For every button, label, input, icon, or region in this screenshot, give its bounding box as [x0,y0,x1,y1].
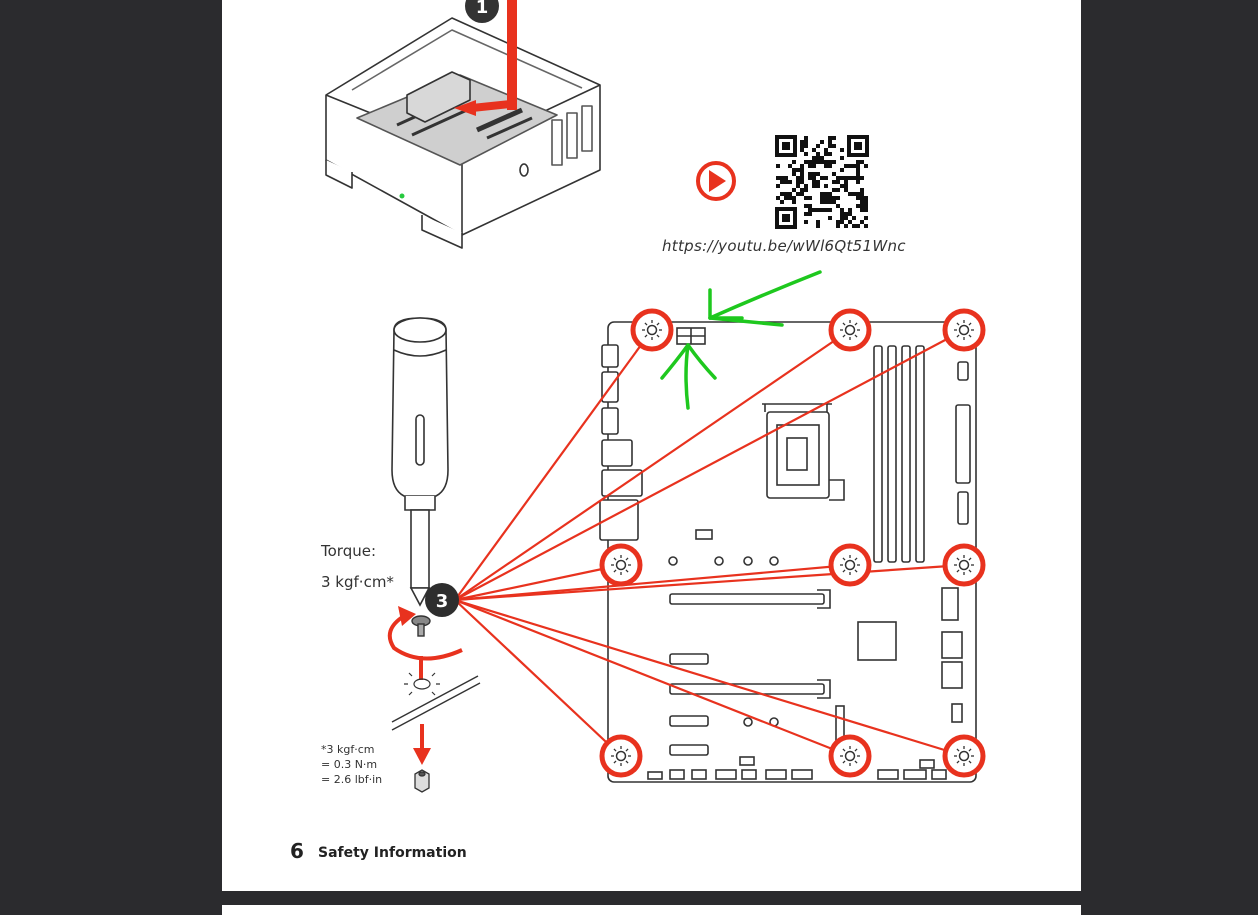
manual-page: 1 [222,0,1081,891]
step-1-badge: 1 [465,0,499,23]
mount-hole-marker [599,543,643,587]
standoff-icon [414,769,430,793]
screw-icon [411,615,431,637]
section-title: Safety Information [318,845,467,861]
mount-hole-icon [404,672,440,696]
conversion-line: = 0.3 N·m [321,758,378,771]
mount-hole-markers [599,308,986,778]
mount-lines [454,329,965,758]
video-url[interactable]: https://youtu.be/wWl6Qt51Wnc [662,237,906,255]
mount-hole-marker [942,543,986,587]
motherboard-diagram [599,321,977,783]
mount-hole-marker [599,734,643,778]
mount-hole-marker [942,308,986,352]
svg-text:3: 3 [436,591,449,612]
page-number: 6 [290,839,304,863]
mount-hole-marker [828,308,872,352]
mount-hole-marker [828,734,872,778]
step-3-badge: 3 [425,583,459,617]
torque-value: 3 kgf·cm* [321,573,394,591]
illustration-layer: 1 [325,0,986,793]
pc-case-illustration [325,17,601,249]
svg-text:1: 1 [476,0,489,18]
next-page-edge [222,905,1081,915]
mount-hole-marker [942,734,986,778]
torque-conversion: *3 kgf·cm = 0.3 N·m = 2.6 lbf·in [321,742,382,787]
insert-arrow-icon [454,0,517,116]
conversion-line: = 2.6 lbf·in [321,773,383,786]
play-icon [696,161,736,201]
chassis-plate-icon [391,675,481,731]
screwdriver-icon [391,317,449,607]
conversion-line: *3 kgf·cm [321,743,375,756]
mount-hole-marker [828,543,872,587]
mount-hole-marker [630,308,674,352]
qr-code [775,135,869,229]
rotate-arrow-icon [387,606,463,661]
torque-label: Torque: [321,542,377,560]
green-annotation-arrows [660,270,822,410]
